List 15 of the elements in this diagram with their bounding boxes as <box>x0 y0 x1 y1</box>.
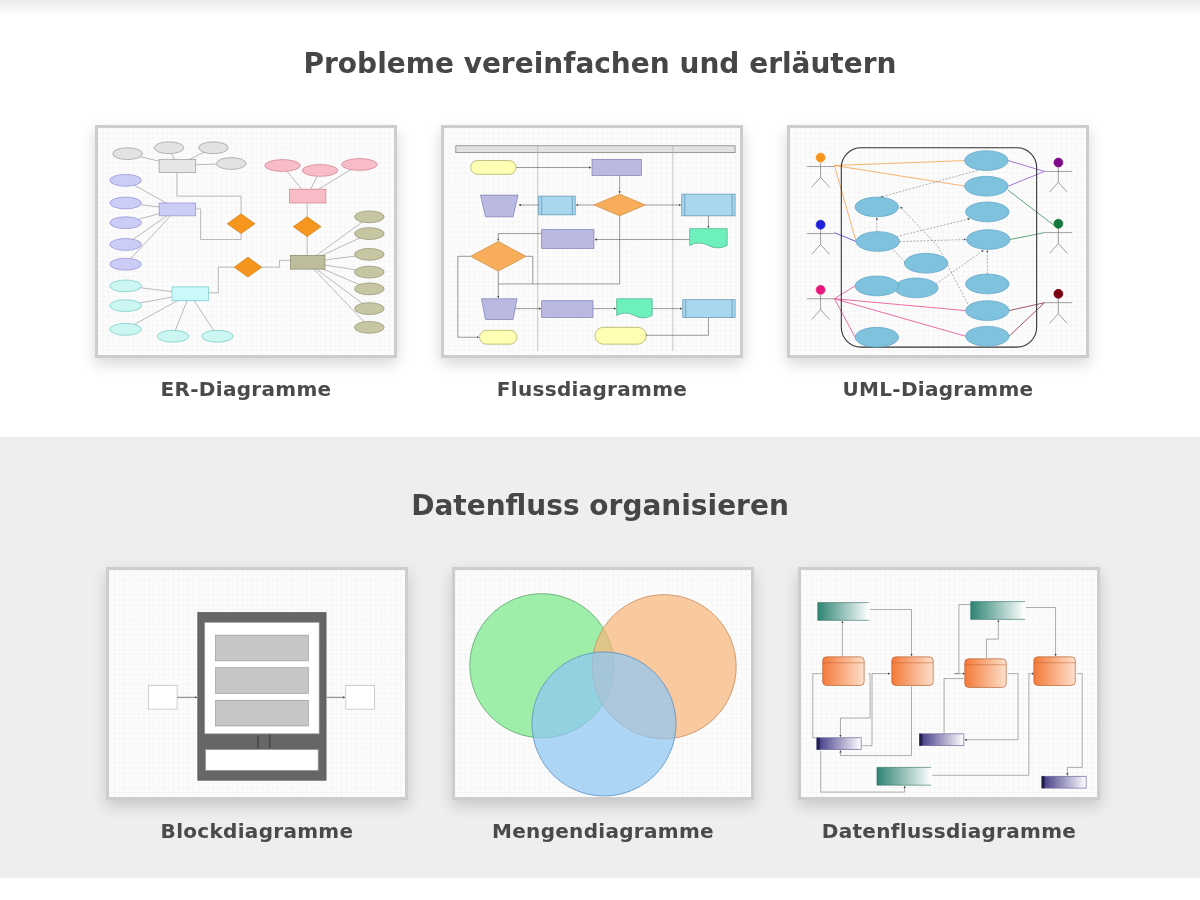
thumbnail-caption: Mengendiagramme <box>492 819 714 843</box>
data-flow-diagram-thumbnail <box>798 567 1100 800</box>
thumbnail-caption: UML-Diagramme <box>842 377 1034 401</box>
er-diagram-thumbnail <box>95 125 397 358</box>
section-heading: Datenfluss organisieren <box>411 489 789 523</box>
section-band <box>0 437 1200 878</box>
flowchart-thumbnail <box>441 125 743 358</box>
thumbnail-caption: ER-Diagramme <box>160 377 332 401</box>
venn-diagram-thumbnail <box>452 567 754 800</box>
block-diagram-thumbnail <box>106 567 408 800</box>
thumbnail-caption: Flussdiagramme <box>496 377 688 401</box>
thumbnail-caption: Datenflussdiagramme <box>821 819 1077 843</box>
uml-diagram-thumbnail <box>787 125 1089 358</box>
thumbnail-caption: Blockdiagramme <box>160 819 354 843</box>
section-heading: Probleme vereinfachen und erläutern <box>303 47 897 81</box>
